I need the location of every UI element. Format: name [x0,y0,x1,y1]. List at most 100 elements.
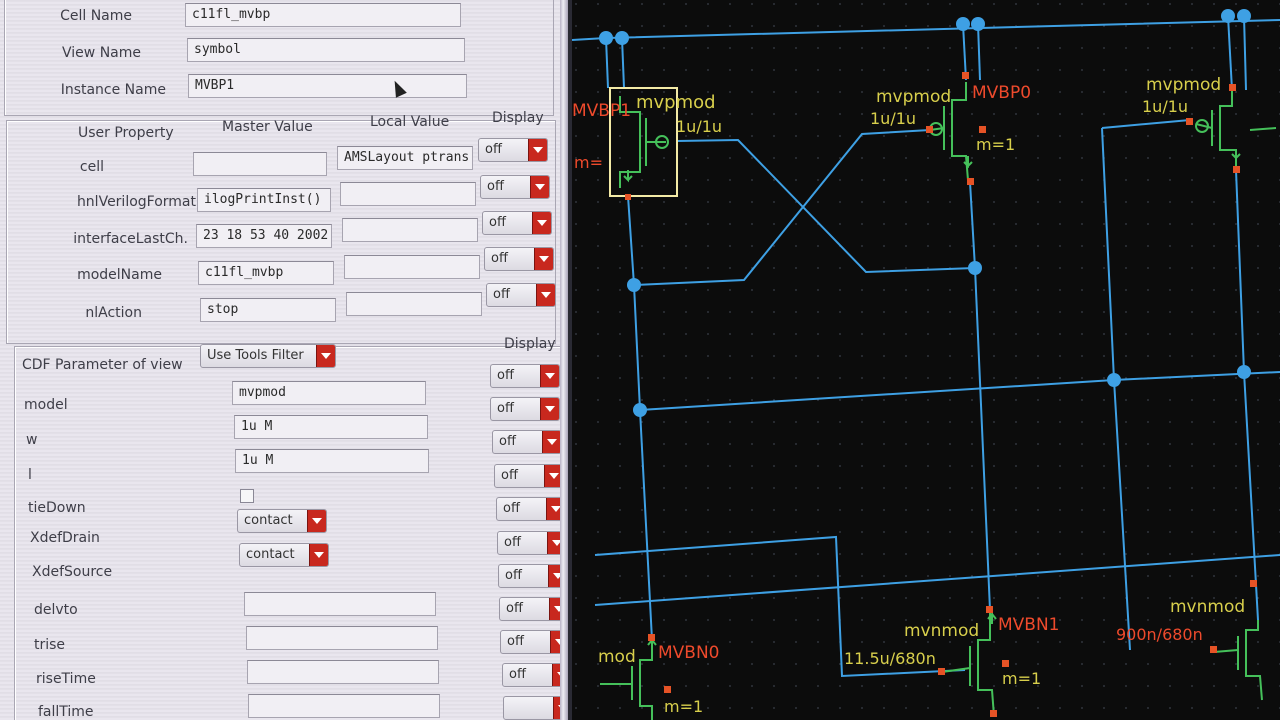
local-value-field[interactable] [346,292,482,316]
dropdown-value: off [503,501,520,516]
local-value-field[interactable] [342,218,478,242]
wire-junctions [599,9,1251,417]
property-name: hnlVerilogFormat [76,194,196,210]
selected-instance-box[interactable] [609,87,678,197]
dropdown-arrow-icon [534,248,553,270]
panel-splitter[interactable] [560,0,568,720]
local-value-field[interactable] [344,255,480,279]
pin [986,606,993,613]
mvbp0-instance-label: MVBP0 [972,83,1031,103]
wire-lower-2 [594,554,1280,606]
junction [615,31,629,45]
display-dropdown[interactable]: off [499,597,562,621]
properties-form: Cell Name c11fl_mvbp View Name symbol In… [0,0,562,720]
tools-filter-dropdown[interactable]: Use Tools Filter [200,344,336,368]
dropdown-value: off [509,667,526,682]
wire-cross-1 [676,138,976,274]
right-n-model-label: mvnmod [1170,597,1245,617]
schematic-canvas[interactable]: MVBP1 mvpmod 1u/1u m= mvpmod MVBP0 1u/1u… [572,0,1280,720]
dropdown-value: off [487,179,504,194]
pin [664,686,671,693]
display-dropdown[interactable]: off [484,247,554,271]
dropdown-arrow-icon [550,631,562,653]
local-value-header: Local Value [370,114,450,130]
display-dropdown[interactable]: off [497,531,562,555]
dropdown-arrow-icon [309,544,328,566]
junction [633,403,647,417]
mvbn1-model-label: mvnmod [904,621,979,641]
display-dropdown[interactable]: off [498,564,562,588]
display-dropdown[interactable]: off [482,211,552,235]
cdf-display-header: Display [504,336,556,352]
dropdown-arrow-icon [540,398,559,420]
dropdown-value: off [497,401,514,416]
view-name-field[interactable]: symbol [187,38,465,62]
pin [625,194,631,200]
dropdown-value: off [485,142,502,157]
xdefsource-dropdown[interactable]: contact [239,543,329,567]
pin [967,178,974,185]
master-value-field[interactable]: stop [200,298,336,322]
dropdown-value: off [489,215,506,230]
mvbp0-model-label: mvpmod [876,87,951,107]
dropdown-arrow-icon [548,565,562,587]
local-value-field[interactable]: AMSLayout ptrans [337,146,473,170]
master-value-field[interactable]: ilogPrintInst() [197,188,331,212]
display-dropdown-extra[interactable] [503,696,562,720]
parameter-value-field[interactable]: mvpmod [232,381,426,405]
display-dropdown[interactable]: off [502,663,562,687]
parameter-value-field[interactable] [246,626,438,650]
dropdown-arrow-icon [552,664,562,686]
display-dropdown[interactable]: off [496,497,562,521]
dropdown-value: contact [244,513,293,528]
xdefdrain-dropdown[interactable]: contact [237,509,327,533]
mvbn0-m-label: m=1 [664,697,703,716]
dropdown-value: off [493,287,510,302]
master-value-header: Master Value [222,119,313,135]
display-dropdown[interactable]: off [490,397,560,421]
nmos-mvbn1-symbol [941,611,997,717]
pin [926,126,933,133]
parameter-value-field[interactable]: 1u M [235,449,429,473]
dropdown-arrow-icon [540,365,559,387]
junction [1237,9,1251,23]
display-dropdown[interactable]: off [492,430,562,454]
master-value-field[interactable]: 23 18 53 40 2002 [196,224,332,248]
dropdown-value: off [499,434,516,449]
pin [1186,118,1193,125]
instance-name-field[interactable]: MVBP1 [188,74,467,98]
wire-right-rail-2 [1243,15,1247,91]
display-dropdown[interactable]: off [490,364,560,388]
display-dropdown[interactable]: off [478,138,548,162]
parameter-value-field[interactable] [248,694,440,718]
local-value-field[interactable] [340,182,476,206]
display-dropdown[interactable]: off [480,175,550,199]
parameter-value-field[interactable] [247,660,439,684]
parameter-value-field[interactable]: 1u M [234,415,428,439]
wire-cross-2 [633,129,931,286]
cell-info-group [4,0,554,116]
property-name: cell [79,159,104,175]
dropdown-arrow-icon [544,465,562,487]
tiedown-checkbox[interactable] [240,489,254,503]
parameter-name: l [28,467,32,483]
mvbp1-m-label: m= [574,153,603,172]
pin [1210,646,1217,653]
pin [990,710,997,717]
wire-left-vertical [605,37,609,89]
parameter-value-field[interactable] [244,592,436,616]
user-property-group [6,120,556,344]
parameter-name: XdefSource [32,564,113,580]
display-dropdown[interactable]: off [494,464,562,488]
cell-name-field[interactable]: c11fl_mvbp [185,3,461,27]
master-value-field[interactable] [193,152,327,176]
junction [956,17,970,31]
junction [968,261,982,275]
pin [938,668,945,675]
master-value-field[interactable]: c11fl_mvbp [198,261,334,285]
mvbn1-size-label: 11.5u/680n [844,649,936,668]
property-name: modelName [77,267,162,283]
display-dropdown[interactable]: off [486,283,556,307]
dropdown-arrow-icon [536,284,555,306]
display-dropdown[interactable]: off [500,630,562,654]
